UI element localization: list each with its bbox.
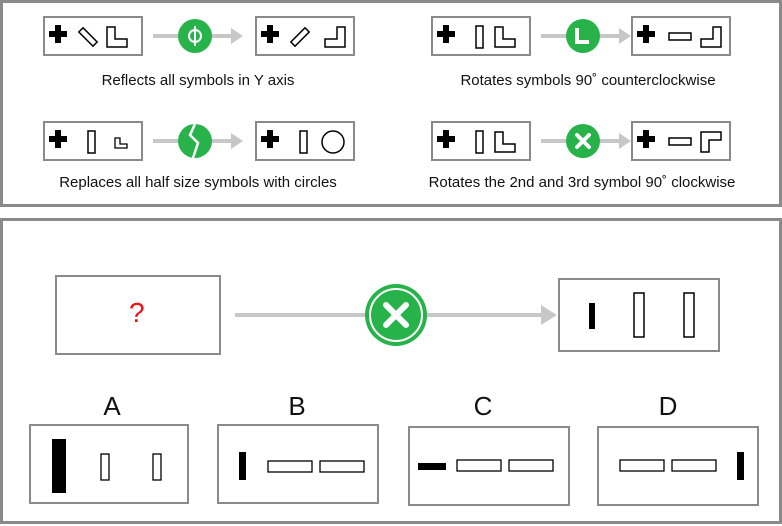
unknown-input-box: ?	[55, 275, 221, 355]
rule-4-arrow	[541, 124, 631, 158]
option-b-label: B	[288, 391, 306, 421]
rule-4-caption: Rotates the 2nd and 3rd symbol 90˚ clock…	[428, 174, 736, 191]
rule-3-input-box	[43, 121, 143, 161]
corner-icon	[566, 19, 600, 53]
option-c-label: C	[473, 391, 493, 421]
option-d-label: D	[658, 391, 678, 421]
rule-2-caption: Rotates symbols 90˚ counterclockwise	[460, 72, 716, 89]
rule-2-arrow	[541, 19, 631, 53]
option-a-box[interactable]	[29, 424, 189, 504]
rule-3-output-box	[255, 121, 355, 161]
rule-1-caption: Reflects all symbols in Y axis	[101, 72, 295, 89]
rule-4-output-box	[631, 121, 731, 161]
rule-1-output-box	[255, 16, 355, 56]
option-d-box[interactable]	[597, 426, 759, 506]
rule-2-output-box	[631, 16, 731, 56]
option-b-box[interactable]	[217, 424, 379, 504]
rule-4-input-box	[431, 121, 531, 161]
l-shape-symbol	[106, 26, 128, 48]
rules-panel: Reflects all symbols in Y axis Rotates s…	[0, 0, 782, 207]
cross-symbol	[49, 25, 67, 43]
rule-3-caption: Replaces all half size symbols with circ…	[59, 174, 337, 191]
option-a-label: A	[103, 391, 121, 421]
question-arrow	[235, 284, 557, 346]
slanted-rect-symbol	[77, 26, 99, 48]
rule-3-arrow	[153, 123, 243, 159]
question-mark: ?	[129, 297, 145, 328]
rule-1-arrow	[153, 19, 243, 53]
result-output-box	[558, 278, 720, 352]
option-c-box[interactable]	[408, 426, 570, 506]
rule-1-input-box	[43, 16, 143, 56]
question-panel: ? A B C D	[0, 218, 782, 524]
rule-2-input-box	[431, 16, 531, 56]
